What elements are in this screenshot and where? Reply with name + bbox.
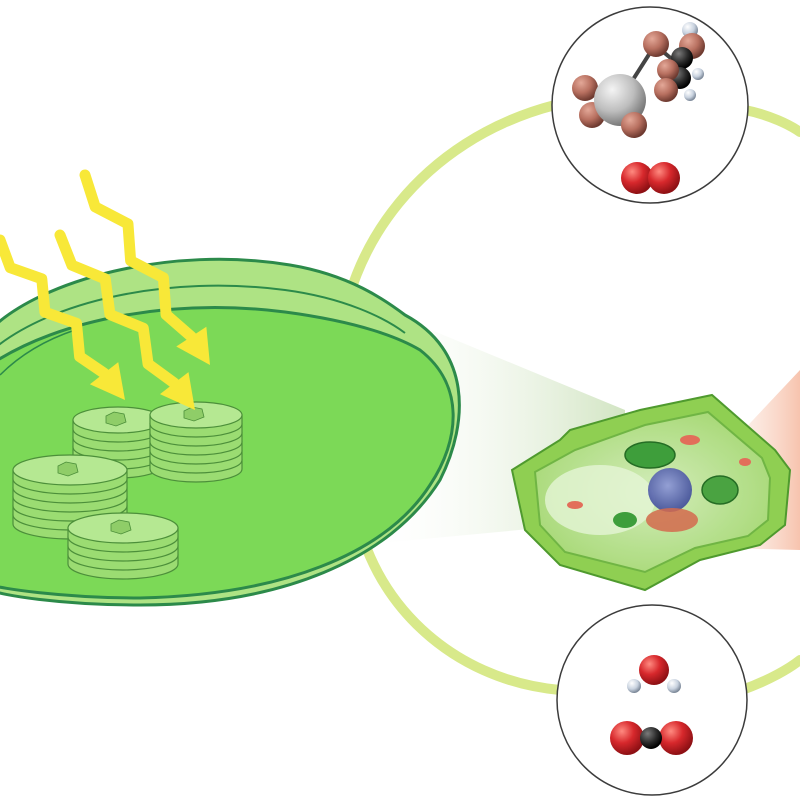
cell-nucleus [648, 468, 692, 512]
cell-vacuole [545, 465, 655, 535]
thylakoid-stack-icon [150, 402, 242, 482]
products-circle [552, 7, 748, 203]
cell-chloroplast-c [613, 512, 637, 528]
cell-mitochondrion-c [739, 458, 751, 466]
cycle-arc-lower-right [742, 660, 800, 690]
cell-mitochondrion-b [567, 501, 583, 509]
cycle-arc-upper-right [745, 110, 800, 132]
cell-mitochondrion-a [680, 435, 700, 445]
cell-chloroplast-b [702, 476, 738, 504]
reactants-circle-outline [557, 605, 747, 795]
reactants-circle [557, 605, 747, 795]
cell-golgi [646, 508, 698, 532]
cell-chloroplast-a [625, 442, 675, 468]
thylakoid-stack-icon [68, 513, 178, 579]
